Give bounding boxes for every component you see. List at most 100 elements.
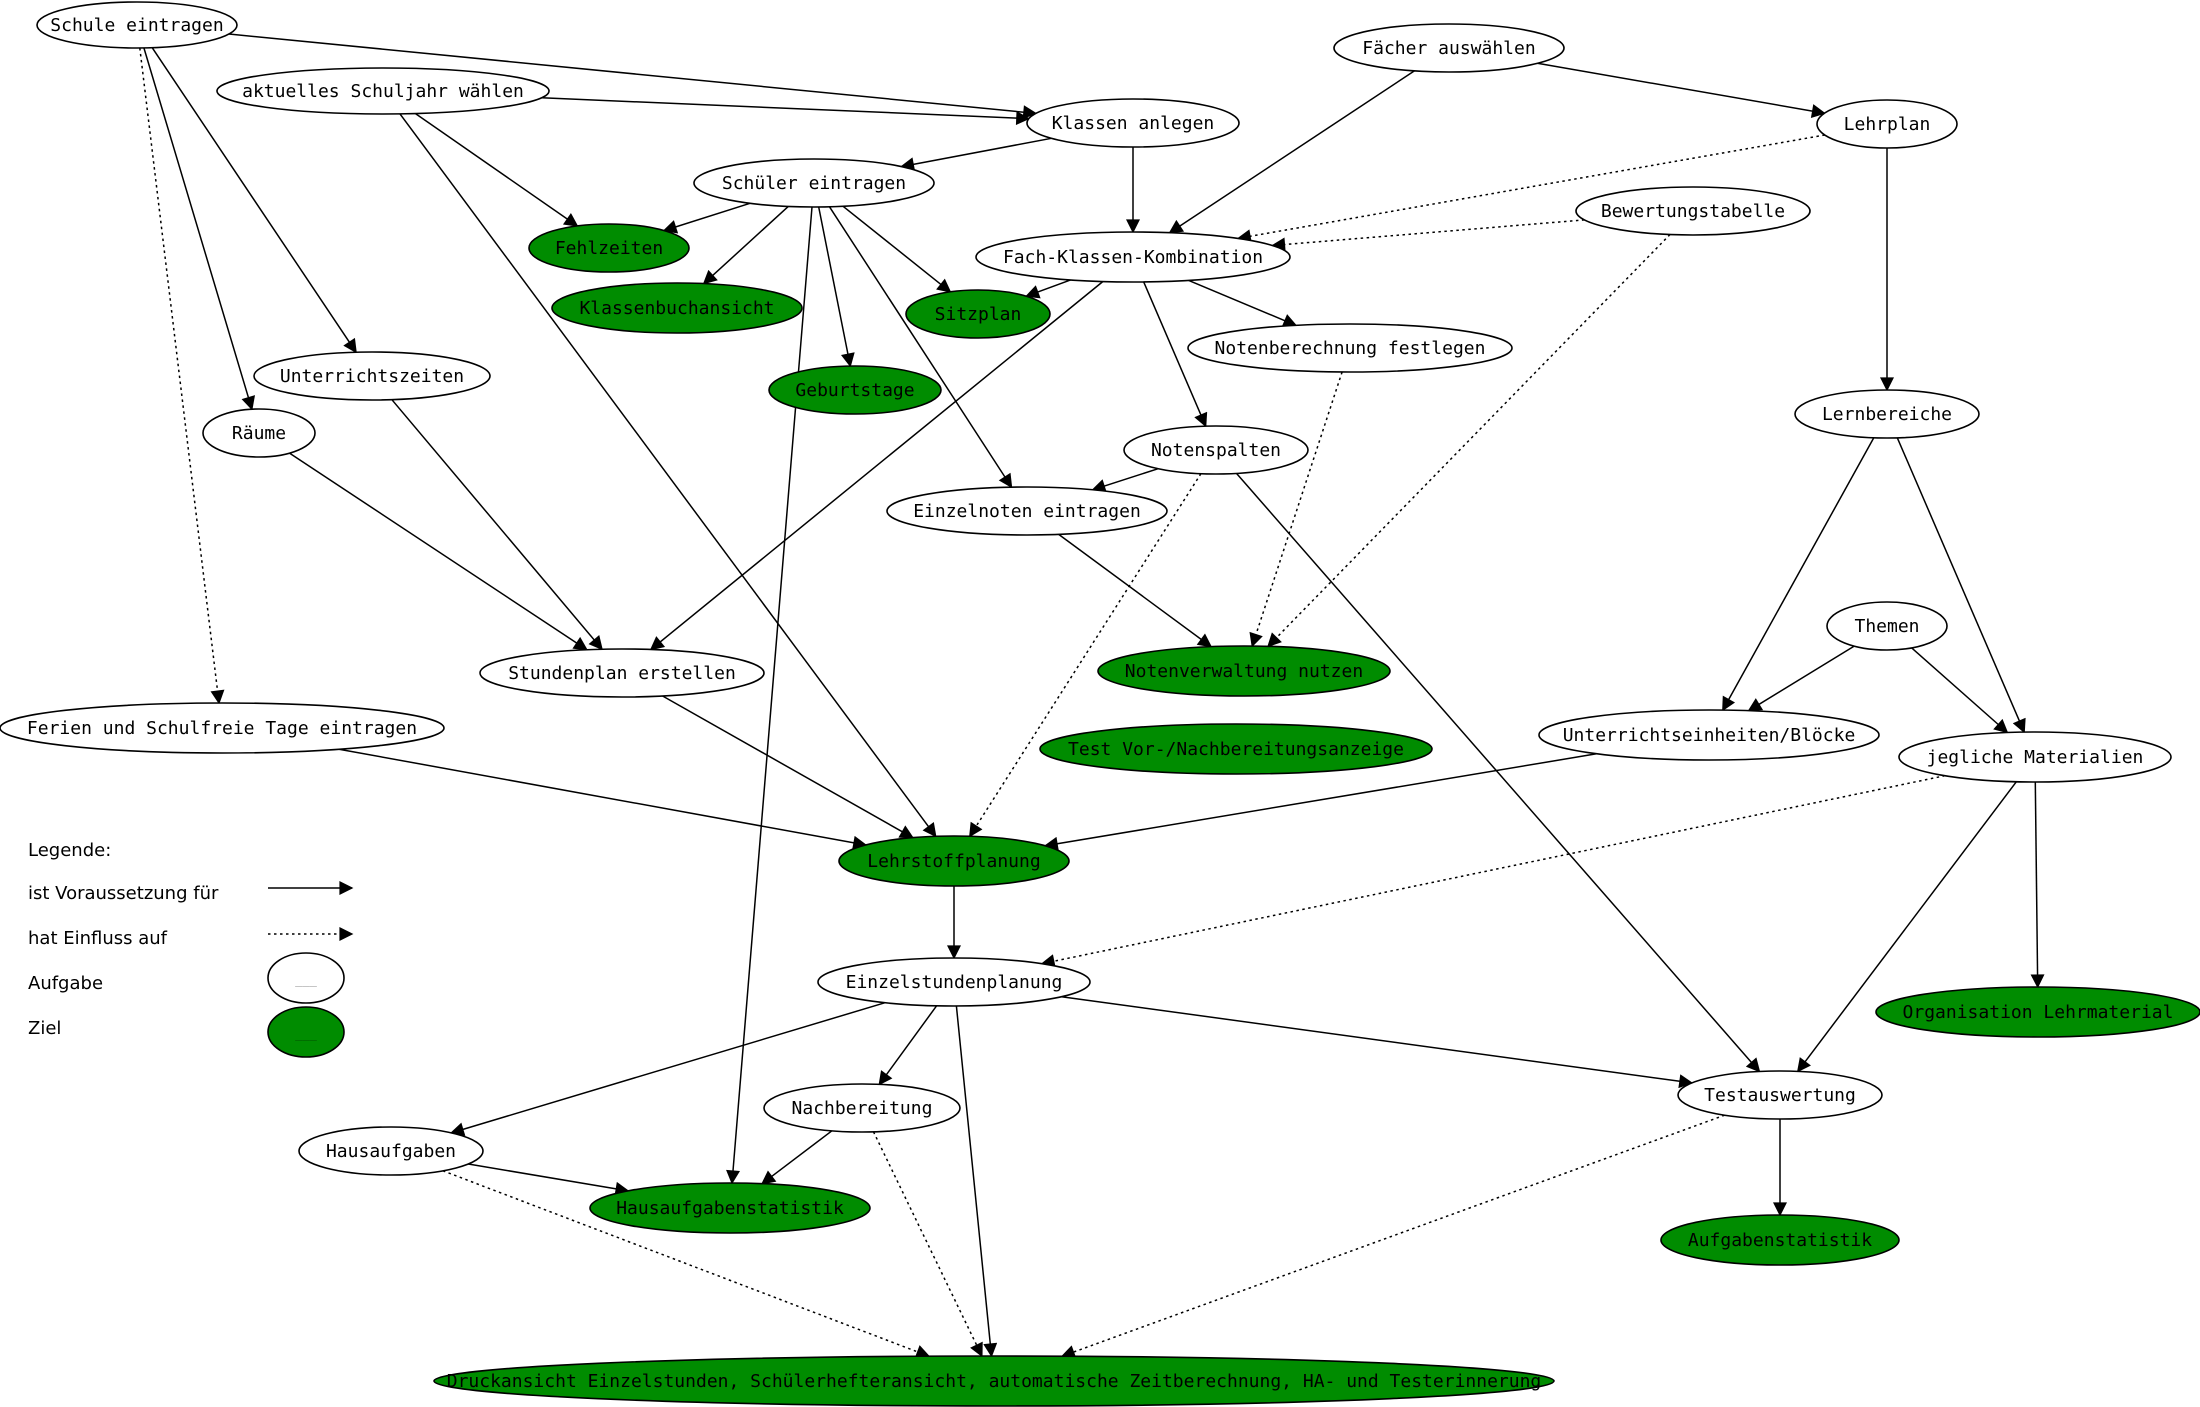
edge-ferien-to-lehrstoff (338, 748, 868, 850)
node-sitzplan-label: Sitzplan (935, 304, 1022, 325)
node-ferien: Ferien und Schulfreie Tage eintragen (0, 702, 445, 754)
node-notenberechnung-label: Notenberechnung festlegen (1215, 338, 1486, 359)
node-hausaufgaben-shape (298, 1126, 484, 1176)
node-faecher-label: Fächer auswählen (1362, 38, 1535, 59)
node-ue-label: Unterrichtseinheiten/Blöcke (1563, 725, 1856, 746)
node-fachklassen: Fach-Klassen-Kombination (975, 231, 1291, 283)
edge-materialien-to-org_lehrmaterial (2030, 781, 2045, 989)
node-materialien: jegliche Materialien (1898, 731, 2172, 783)
edge-faecher-to-lehrplan (1537, 62, 1826, 118)
node-faecher-shape (1333, 23, 1565, 73)
node-geburtstage-shape (768, 365, 942, 415)
edge-themen-to-materialien (1911, 647, 2009, 734)
legend-title: Legende: (28, 840, 111, 861)
node-stundenplan-shape (479, 648, 765, 698)
node-schule: Schule eintragen (36, 1, 238, 49)
edge-fachklassen-to-notenspalten (1143, 281, 1208, 428)
edge-klassen-to-schueler (900, 137, 1052, 172)
node-fachklassen-shape (975, 231, 1291, 283)
node-testauswertung-shape (1677, 1070, 1883, 1120)
edge-lernbereiche-to-ue (1722, 437, 1875, 712)
node-sitzplan-shape (905, 289, 1051, 339)
node-lehrstoff-shape (838, 835, 1070, 887)
node-druckansicht: Druckansicht Einzelstunden, Schülerhefte… (433, 1355, 1555, 1407)
node-einzelstunden-shape (817, 957, 1091, 1007)
edge-fachklassen-to-sitzplan (1025, 279, 1071, 299)
node-org_lehrmaterial-shape (1875, 986, 2200, 1038)
edge-schueler-to-fehlzeiten (662, 202, 751, 234)
node-org_lehrmaterial-label: Organisation Lehrmaterial (1903, 1002, 2174, 1023)
node-nachbereitung: Nachbereitung (763, 1083, 961, 1133)
node-bewertung: Bewertungstabelle (1575, 186, 1811, 236)
node-bewertung-shape (1575, 186, 1811, 236)
node-nachbereitung-label: Nachbereitung (792, 1098, 933, 1119)
edge-fachklassen-to-stundenplan (649, 280, 1104, 651)
node-sitzplan: Sitzplan (905, 289, 1051, 339)
node-klassen-label: Klassen anlegen (1052, 113, 1215, 134)
node-unterrichtszeiten-label: Unterrichtszeiten (280, 366, 464, 387)
edge-themen-to-ue (1747, 645, 1855, 712)
node-stundenplan: Stundenplan erstellen (479, 648, 765, 698)
edge-schuljahr-to-lehrstoff (399, 113, 937, 838)
node-unterrichtszeiten-shape (253, 351, 491, 401)
node-themen: Themen (1826, 601, 1948, 651)
edge-einzelstunden-to-testauswertung (1061, 995, 1694, 1089)
node-schuljahr: aktuelles Schuljahr wählen (216, 67, 550, 115)
edge-nachbereitung-to-ha_statistik (760, 1130, 833, 1185)
node-geburtstage: Geburtstage (768, 365, 942, 415)
node-testauswertung-label: Testauswertung (1704, 1085, 1856, 1106)
node-klassenbuch-shape (551, 282, 803, 334)
node-fehlzeiten-shape (528, 223, 690, 273)
node-klassen-shape (1026, 98, 1240, 148)
edge-bewertung-to-notenverwaltung (1267, 233, 1671, 648)
node-notenspalten-shape (1123, 425, 1309, 475)
node-lehrstoff: Lehrstoffplanung (838, 835, 1070, 887)
legend-goal-label: Ziel (28, 1018, 61, 1039)
edge-materialien-to-testauswertung (1796, 781, 2017, 1073)
edge-ue-to-lehrstoff (1043, 753, 1597, 851)
node-raeume-label: Räume (232, 423, 286, 444)
node-notenspalten-label: Notenspalten (1151, 440, 1281, 461)
node-schueler-shape (693, 158, 935, 208)
node-aufgabenstatistik-shape (1660, 1214, 1900, 1266)
node-test_vor: Test Vor-/Nachbereitungsanzeige (1039, 723, 1433, 775)
node-hausaufgaben-label: Hausaufgaben (326, 1141, 456, 1162)
legend-task-ellipse (267, 952, 345, 1004)
node-hausaufgaben: Hausaufgaben (298, 1126, 484, 1176)
node-ha_statistik: Hausaufgabenstatistik (589, 1182, 871, 1234)
legend-goal-placeholder: ___ (295, 1027, 317, 1041)
edge-schueler-to-ha_statistik (726, 206, 813, 1185)
edge-raeume-to-stundenplan (289, 452, 588, 651)
node-themen-shape (1826, 601, 1948, 651)
node-druckansicht-label: Druckansicht Einzelstunden, Schülerhefte… (447, 1371, 1542, 1392)
node-notenverwaltung: Notenverwaltung nutzen (1097, 645, 1391, 697)
node-nachbereitung-shape (763, 1083, 961, 1133)
node-notenspalten: Notenspalten (1123, 425, 1309, 475)
edge-einzelstunden-to-druckansicht (955, 1005, 998, 1358)
edge-schule-to-unterrichtszeiten (151, 47, 357, 354)
edge-lernbereiche-to-materialien (1896, 437, 2026, 734)
node-schueler: Schüler eintragen (693, 158, 935, 208)
edge-schuljahr-to-fehlzeiten (415, 112, 579, 227)
edge-einzelnoten-to-notenverwaltung (1058, 533, 1213, 648)
edge-einzelstunden-to-hausaufgaben (449, 1001, 886, 1136)
edge-stundenplan-to-lehrstoff (662, 695, 915, 839)
edge-testauswertung-to-druckansicht (1060, 1114, 1725, 1359)
node-materialien-shape (1898, 731, 2172, 783)
edge-schuljahr-to-klassen (541, 97, 1031, 126)
edge-schueler-to-sitzplan (842, 205, 952, 293)
legend-influence-label: hat Einfluss auf (28, 928, 168, 949)
node-test_vor-shape (1039, 723, 1433, 775)
edge-notenberechnung-to-notenverwaltung (1249, 371, 1343, 648)
node-ue: Unterrichtseinheiten/Blöcke (1538, 709, 1880, 761)
edge-schueler-to-klassenbuch (702, 205, 789, 285)
edge-schueler-to-geburtstage (817, 206, 855, 368)
edge-materialien-to-einzelstunden (1040, 774, 1946, 968)
node-notenberechnung-shape (1187, 323, 1513, 373)
edge-einzelstunden-to-nachbereitung (878, 1005, 938, 1086)
edge-faecher-to-fachklassen (1168, 70, 1415, 234)
node-ferien-shape (0, 702, 445, 754)
node-lernbereiche-shape (1794, 389, 1980, 439)
node-test_vor-label: Test Vor-/Nachbereitungsanzeige (1068, 739, 1404, 760)
